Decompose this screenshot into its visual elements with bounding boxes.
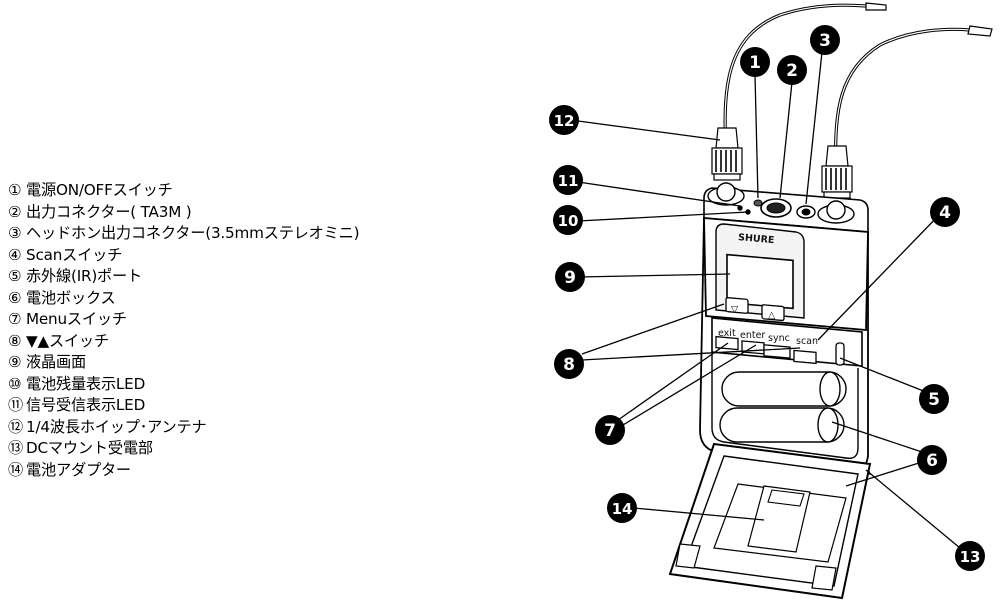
svg-text:1: 1 — [749, 53, 761, 73]
ir-port — [835, 342, 845, 366]
legend-number: ⑬ — [8, 439, 23, 457]
antenna-connector-right — [821, 145, 853, 199]
legend-text: Menuスイッチ — [26, 310, 127, 328]
svg-text:11: 11 — [558, 172, 579, 190]
legend-number: ⑪ — [8, 396, 23, 414]
exit-label: exit — [718, 328, 736, 339]
legend-text: 液晶画面 — [26, 353, 86, 371]
svg-text:10: 10 — [558, 212, 579, 230]
legend-text: 電池ボックス — [26, 288, 116, 307]
legend-number: ⑩ — [8, 374, 22, 393]
legend-text: 出力コネクター( TA3M ) — [26, 202, 192, 221]
svg-text:7: 7 — [604, 421, 616, 441]
callout-1: 1 — [740, 47, 770, 77]
legend-text: 信号受信表示LED — [26, 396, 146, 414]
callout-9: 9 — [555, 262, 585, 292]
rf-led — [737, 205, 743, 211]
leader-lines — [577, 51, 961, 549]
legend-number: ② — [8, 202, 22, 221]
up-arrow-glyph: △ — [768, 310, 776, 321]
legend-text: 電池アダプター — [26, 460, 131, 479]
callout-6: 6 — [917, 445, 947, 475]
callout-2: 2 — [777, 55, 807, 85]
callout-12: 12 — [549, 105, 579, 135]
svg-text:9: 9 — [564, 268, 576, 288]
legend-text: Scanスイッチ — [26, 245, 123, 264]
up-button[interactable] — [761, 304, 785, 322]
callout-3: 3 — [810, 25, 840, 55]
legend-number: ⑤ — [8, 267, 22, 285]
down-arrow-glyph: ▽ — [731, 304, 739, 315]
power-switch[interactable] — [753, 199, 763, 207]
sync-button[interactable] — [763, 344, 791, 359]
antenna-left — [723, 2, 887, 151]
battery-cells — [719, 371, 847, 443]
legend-number: ⑫ — [8, 417, 23, 436]
sync-label: sync — [768, 333, 790, 344]
legend-number: ④ — [8, 245, 22, 264]
svg-text:8: 8 — [563, 355, 575, 375]
legend-number: ⑭ — [8, 460, 23, 479]
legend-item: ⑧▼▲スイッチ — [8, 331, 428, 353]
scan-button[interactable] — [793, 349, 817, 365]
legend-text: ヘッドホン出力コネクター(3.5mmステレオミニ) — [26, 224, 360, 242]
brand-logo: SHURE — [738, 232, 775, 246]
svg-text:6: 6 — [926, 451, 938, 471]
legend-text: 赤外線(IR)ポート — [26, 267, 143, 285]
callout-10: 10 — [553, 205, 583, 235]
legend-text: DCマウント受電部 — [26, 439, 153, 457]
legend-number: ⑦ — [8, 310, 22, 328]
svg-text:14: 14 — [612, 500, 633, 518]
legend-number: ⑧ — [8, 331, 22, 350]
legend-text: ▼▲スイッチ — [26, 331, 109, 350]
callout-4: 4 — [930, 197, 960, 227]
legend-number: ③ — [8, 224, 22, 242]
lcd-screen — [726, 253, 794, 310]
svg-text:12: 12 — [554, 112, 575, 130]
legend-text: 電源ON/OFFスイッチ — [26, 181, 173, 199]
enter-label: enter — [740, 330, 765, 341]
antenna-connector-left — [711, 127, 743, 181]
antenna-right — [834, 25, 993, 169]
battery-adapter — [668, 442, 872, 600]
svg-text:2: 2 — [786, 61, 798, 81]
legend-number: ① — [8, 181, 22, 199]
down-button[interactable] — [725, 297, 749, 314]
svg-text:13: 13 — [960, 548, 981, 566]
callout-13: 13 — [955, 541, 985, 571]
legend-number: ⑥ — [8, 288, 22, 307]
legend-number: ⑨ — [8, 353, 22, 371]
svg-text:4: 4 — [939, 203, 951, 223]
callout-5: 5 — [919, 384, 949, 414]
callout-8: 8 — [554, 349, 584, 379]
svg-text:5: 5 — [928, 390, 940, 410]
callout-14: 14 — [607, 493, 637, 523]
legend-text: 電池残量表示LED — [26, 374, 146, 393]
scan-label: scan — [796, 336, 818, 347]
headphone-jack — [796, 205, 816, 219]
callout-11: 11 — [553, 165, 583, 195]
legend-text: 1/4波長ホイップ･アンテナ — [26, 417, 207, 436]
callout-7: 7 — [595, 415, 625, 445]
output-connector-ta3m — [760, 198, 792, 218]
svg-text:3: 3 — [819, 31, 831, 51]
